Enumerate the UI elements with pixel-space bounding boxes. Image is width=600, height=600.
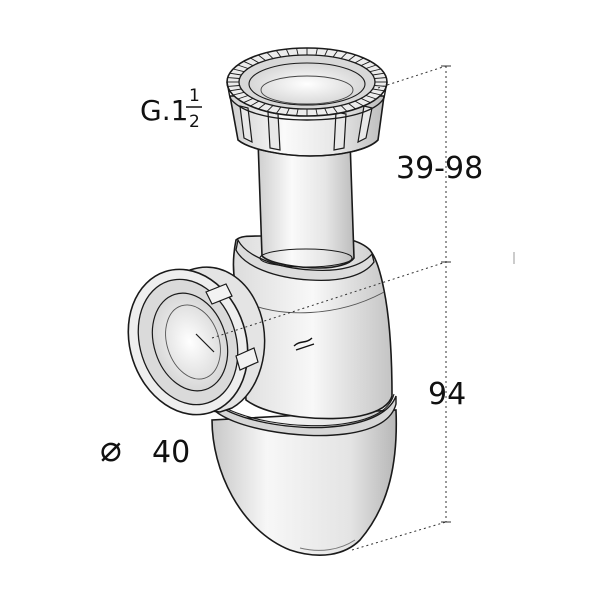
knurl-tick [348,54,356,61]
knurl-tick [354,57,364,64]
top-nut [226,47,388,157]
knurl-tick [243,60,254,67]
knurl-tick [250,57,260,64]
knurl-tick [354,100,364,107]
knurl-tick [332,106,338,114]
knurl-tick [315,108,318,116]
knurl-tick [276,50,282,58]
knurl-tick [296,108,299,116]
trap-body [232,235,393,420]
thread-fraction-denominator: 2 [189,112,200,132]
thread-fraction-numerator: 1 [189,86,200,106]
knurl-tick [243,97,254,104]
knurl-tick [232,91,245,96]
knurl-tick [324,49,329,57]
thread-label-prefix: G.1 [140,94,188,127]
knurl-tick [360,60,371,67]
side-inlet [127,266,266,416]
dimension-lines [211,65,447,551]
knurl-tick [365,64,377,69]
tick-marks [441,65,451,523]
knurl-tick [232,68,245,73]
knurl-tick [285,49,290,57]
diameter-symbol: ⌀ [100,429,122,470]
knurl-tick [229,88,242,92]
knurl-tick [276,106,282,114]
knurl-tick [360,97,371,104]
knurl-tick [365,95,377,100]
vertical-tube [257,139,355,269]
knurl-tick [229,72,242,76]
knurl-tick [266,105,274,112]
height-adjustable-label: 39-98 [396,151,483,186]
knurl-tick [237,64,249,69]
height-lower-label: 94 [428,377,466,412]
knurl-tick [258,103,266,110]
knurl-tick [372,72,385,76]
knurl-tick [296,48,299,56]
knurl-tick [374,77,387,79]
knurl-tick [285,107,290,115]
knurl-tick [237,95,249,100]
knurl-tick [250,100,260,107]
knurl-tick [315,48,318,56]
knurl-tick [227,85,240,87]
knurl-tick [369,91,382,96]
diameter-value-label: 40 [152,435,190,470]
knurl-tick [258,54,266,61]
knurl-tick [332,50,338,58]
knurl-tick [340,105,348,112]
knurl-tick [369,68,382,73]
bowl [211,393,398,556]
knurl-tick [340,52,348,59]
knurl-tick [324,107,329,115]
knurl-tick [266,52,274,59]
knurl-tick [348,103,356,110]
knurl-tick [372,88,385,92]
knurl-tick [227,77,240,79]
